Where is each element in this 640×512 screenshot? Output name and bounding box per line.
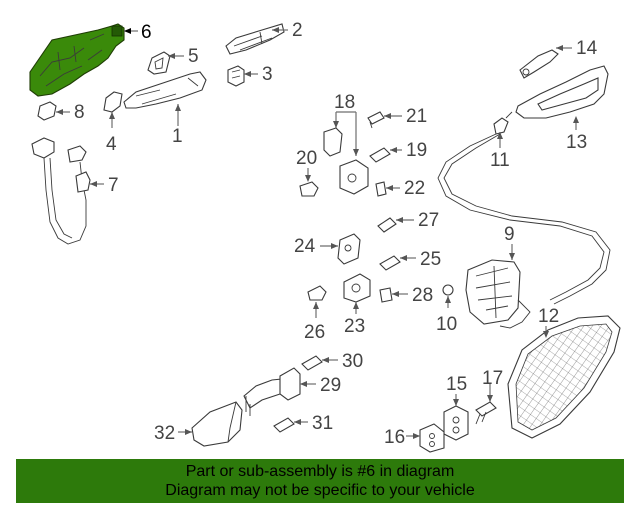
part-9-door-latch[interactable] <box>465 259 531 329</box>
banner-line-1: Part or sub-assembly is #6 in diagram <box>185 463 455 480</box>
callout-4[interactable]: 4 <box>106 134 117 155</box>
part-17-screw[interactable] <box>475 401 497 425</box>
callout-18[interactable]: 18 <box>334 92 355 113</box>
callout-32[interactable]: 32 <box>154 423 175 444</box>
callout-28[interactable]: 28 <box>412 285 433 306</box>
part-12-trim-panel[interactable] <box>507 315 621 439</box>
part-6-handle-bracket[interactable] <box>29 23 125 97</box>
part-23-bracket[interactable] <box>343 273 371 303</box>
callout-17[interactable]: 17 <box>482 368 503 389</box>
callout-12[interactable]: 12 <box>538 306 559 327</box>
part-5-gasket[interactable] <box>147 51 171 75</box>
part-1-outside-handle[interactable] <box>123 71 207 109</box>
callout-21[interactable]: 21 <box>406 106 427 127</box>
part-29-door-check[interactable] <box>243 367 301 416</box>
part-13-inside-handle[interactable] <box>515 65 609 119</box>
callout-26[interactable]: 26 <box>304 322 325 343</box>
part-26-bolt[interactable] <box>307 285 327 301</box>
part-2-handle-cover[interactable] <box>225 23 285 55</box>
callout-20[interactable]: 20 <box>296 148 317 169</box>
part-28-shim[interactable] <box>379 287 393 303</box>
callout-27[interactable]: 27 <box>418 210 439 231</box>
part-19-bolt[interactable] <box>369 147 391 163</box>
part-24-bracket[interactable] <box>337 233 361 265</box>
part-30-bolt[interactable] <box>301 355 323 371</box>
callout-31[interactable]: 31 <box>312 413 333 434</box>
part-14-bracket[interactable] <box>519 49 559 79</box>
callout-24[interactable]: 24 <box>294 236 316 257</box>
callout-9[interactable]: 9 <box>504 224 515 245</box>
part-32-cover[interactable] <box>191 401 243 447</box>
callout-29[interactable]: 29 <box>320 375 341 396</box>
part-20-bolt[interactable] <box>299 181 319 197</box>
callout-16[interactable]: 16 <box>384 427 405 448</box>
part-15-plate[interactable] <box>443 405 469 441</box>
part-10-bolt[interactable] <box>442 284 454 296</box>
callout-30[interactable]: 30 <box>342 351 363 372</box>
callout-2[interactable]: 2 <box>292 20 303 41</box>
part-31-bolt[interactable] <box>273 417 295 433</box>
callout-1[interactable]: 1 <box>172 126 183 147</box>
part-25-bolt[interactable] <box>379 255 401 271</box>
callout-6[interactable]: 6 <box>141 22 152 43</box>
part-21-bolt[interactable] <box>367 111 385 129</box>
part-4-gasket[interactable] <box>103 91 123 113</box>
callout-5[interactable]: 5 <box>188 46 199 67</box>
part-11-cable-end[interactable] <box>493 111 513 135</box>
info-banner: Part or sub-assembly is #6 in diagram Di… <box>16 459 624 503</box>
banner-line-2: Diagram may not be specific to your vehi… <box>165 482 475 499</box>
part-16-plate[interactable] <box>419 423 445 453</box>
part-22-shim[interactable] <box>375 181 387 197</box>
callout-23[interactable]: 23 <box>344 316 365 337</box>
callout-8[interactable]: 8 <box>74 102 85 123</box>
part-7-cable[interactable] <box>31 137 91 245</box>
callout-19[interactable]: 19 <box>406 140 427 161</box>
callout-13[interactable]: 13 <box>566 132 587 153</box>
part-3-clip[interactable] <box>227 65 245 87</box>
callout-11[interactable]: 11 <box>490 150 510 171</box>
callout-25[interactable]: 25 <box>420 249 441 270</box>
callout-15[interactable]: 15 <box>446 374 467 395</box>
part-8-block[interactable] <box>37 101 57 121</box>
callout-3[interactable]: 3 <box>262 64 273 85</box>
callout-7[interactable]: 7 <box>108 175 119 196</box>
part-18-striker-bracket[interactable] <box>323 127 369 195</box>
callout-22[interactable]: 22 <box>404 178 425 199</box>
part-27-bolt[interactable] <box>377 217 397 233</box>
callout-14[interactable]: 14 <box>576 38 598 59</box>
callout-10[interactable]: 10 <box>436 314 457 335</box>
